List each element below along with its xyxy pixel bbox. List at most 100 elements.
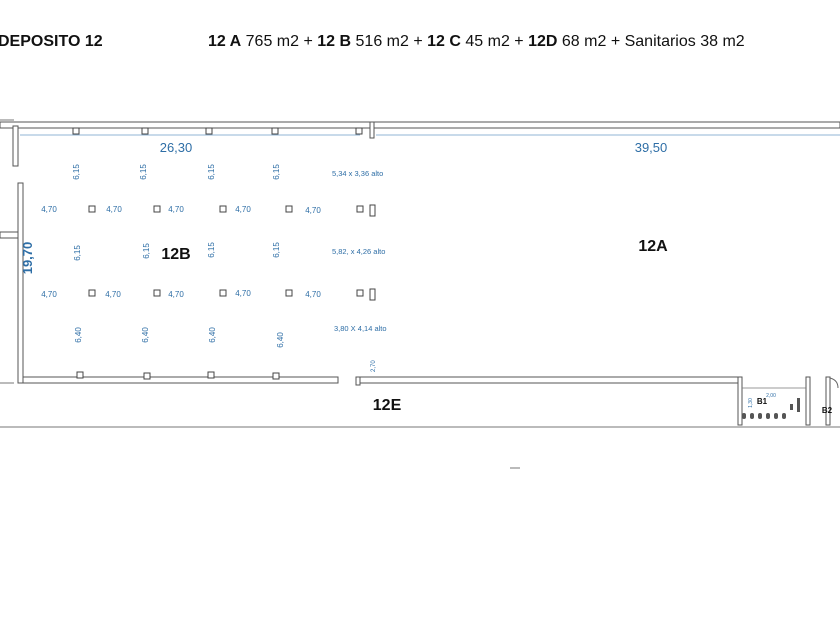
fixture	[766, 413, 770, 419]
bottom-wall-b	[17, 376, 339, 384]
bay-dim: 6,40	[74, 327, 83, 343]
span-row-1: 4,70 4,70 4,70 4,70 4,70	[41, 205, 321, 215]
fixtures	[742, 398, 800, 419]
column	[271, 127, 279, 135]
unit-b-code: 12 B	[317, 33, 352, 50]
unit-a-code: 12 A	[208, 33, 242, 50]
door-swing	[829, 377, 839, 389]
b1-width-dim: 2,00	[766, 393, 776, 399]
dim-width-a: 39,50	[635, 140, 668, 155]
span-dim: 4,70	[41, 290, 57, 299]
bath-wall-mid	[805, 376, 811, 426]
column	[76, 371, 84, 379]
door-note: 5,82, x 4,26 alto	[332, 247, 385, 256]
span-dim: 4,70	[305, 206, 321, 215]
unit-a-area: 765 m2 +	[245, 33, 313, 50]
span-dim: 4,70	[305, 290, 321, 299]
bay-dim: 6,15	[142, 243, 151, 259]
bottom-columns	[76, 371, 280, 380]
column	[205, 127, 213, 135]
top-columns	[72, 127, 363, 135]
dim-depth: 19,70	[20, 242, 35, 275]
bottom-wall-a	[359, 376, 741, 384]
span-dim: 4,70	[106, 205, 122, 214]
unit-c-area: 45 m2 +	[465, 33, 524, 50]
span-dim: 4,70	[105, 290, 121, 299]
door-post	[369, 204, 376, 217]
column	[219, 289, 227, 297]
column	[141, 127, 149, 135]
fixture	[782, 413, 786, 419]
span-dim: 4,70	[235, 289, 251, 298]
column	[153, 289, 161, 297]
fixture	[758, 413, 762, 419]
unit-c-code: 12 C	[427, 33, 461, 50]
bay-dim: 6,15	[73, 245, 82, 261]
column	[356, 289, 364, 297]
walls	[0, 121, 840, 426]
top-wall	[0, 121, 840, 129]
unit-d-area: 68 m2 + Sanitarios 38 m2	[561, 33, 745, 50]
bay-dim: 6,15	[139, 164, 148, 180]
left-wall	[17, 182, 24, 384]
bath-wall-right	[825, 376, 831, 426]
fixture	[742, 413, 746, 419]
partition-post	[369, 121, 375, 139]
bay-dim: 6,15	[207, 164, 216, 180]
bath-wall-left	[737, 376, 743, 426]
fixture	[797, 398, 800, 412]
fixture	[790, 404, 793, 410]
bay-dim: 6,40	[141, 327, 150, 343]
column-row-1	[88, 204, 376, 217]
column	[88, 289, 96, 297]
column	[153, 205, 161, 213]
bay-spacing-row-3: 6,40 6,40 6,40 6,40	[74, 327, 285, 348]
column	[207, 371, 215, 379]
left-wall-upper	[12, 125, 19, 167]
column	[355, 127, 363, 135]
bay-dim: 6,40	[208, 327, 217, 343]
column	[72, 127, 80, 135]
b1-depth-dim: 1,30	[748, 398, 754, 408]
door-note: 3,80 X 4,14 alto	[334, 324, 387, 333]
column	[285, 205, 293, 213]
column	[88, 205, 96, 213]
bay-dim: 6,15	[72, 164, 81, 180]
door-post	[369, 288, 376, 301]
bay-dim: 6,40	[276, 332, 285, 348]
column	[143, 372, 151, 380]
bay-dim: 6,15	[272, 242, 281, 258]
bay-spacing-row-1: 6,15 6,15 6,15 6,15	[72, 164, 281, 180]
column	[285, 289, 293, 297]
span-row-2: 4,70 4,70 4,70 4,70 4,70	[41, 289, 321, 299]
sanitarios: 2,00 1,30 B1 B2	[742, 377, 839, 419]
span-dim: 4,70	[41, 205, 57, 214]
room-label-12a: 12A	[638, 238, 668, 255]
dim-width-b: 26,30	[160, 140, 193, 155]
bay-dim: 6,15	[272, 164, 281, 180]
door-note: 5,34 x 3,36 alto	[332, 169, 383, 178]
door-jamb	[355, 376, 361, 386]
fixture	[750, 413, 754, 419]
room-label-b1: B1	[757, 397, 768, 406]
fixture	[774, 413, 778, 419]
bay-dim: 6,15	[207, 242, 216, 258]
side-note: 2,70	[371, 360, 377, 372]
span-dim: 4,70	[168, 205, 184, 214]
left-ledge	[0, 231, 19, 239]
unit-d-code: 12D	[528, 33, 558, 50]
door-notes: 5,34 x 3,36 alto 5,82, x 4,26 alto 3,80 …	[332, 169, 387, 372]
room-label-12b: 12B	[161, 246, 190, 263]
room-label-b2: B2	[822, 406, 833, 415]
area-summary: 12 A 765 m2 + 12 B 516 m2 + 12 C 45 m2 +…	[208, 33, 745, 51]
span-dim: 4,70	[168, 290, 184, 299]
bay-spacing-row-2: 6,15 6,15 6,15 6,15	[73, 242, 281, 261]
page-title: DEPOSITO 12	[0, 33, 103, 50]
column-row-2	[88, 288, 376, 301]
column	[272, 372, 280, 380]
unit-b-area: 516 m2 +	[355, 33, 423, 50]
column	[219, 205, 227, 213]
column	[356, 205, 364, 213]
room-label-12e: 12E	[373, 397, 402, 414]
